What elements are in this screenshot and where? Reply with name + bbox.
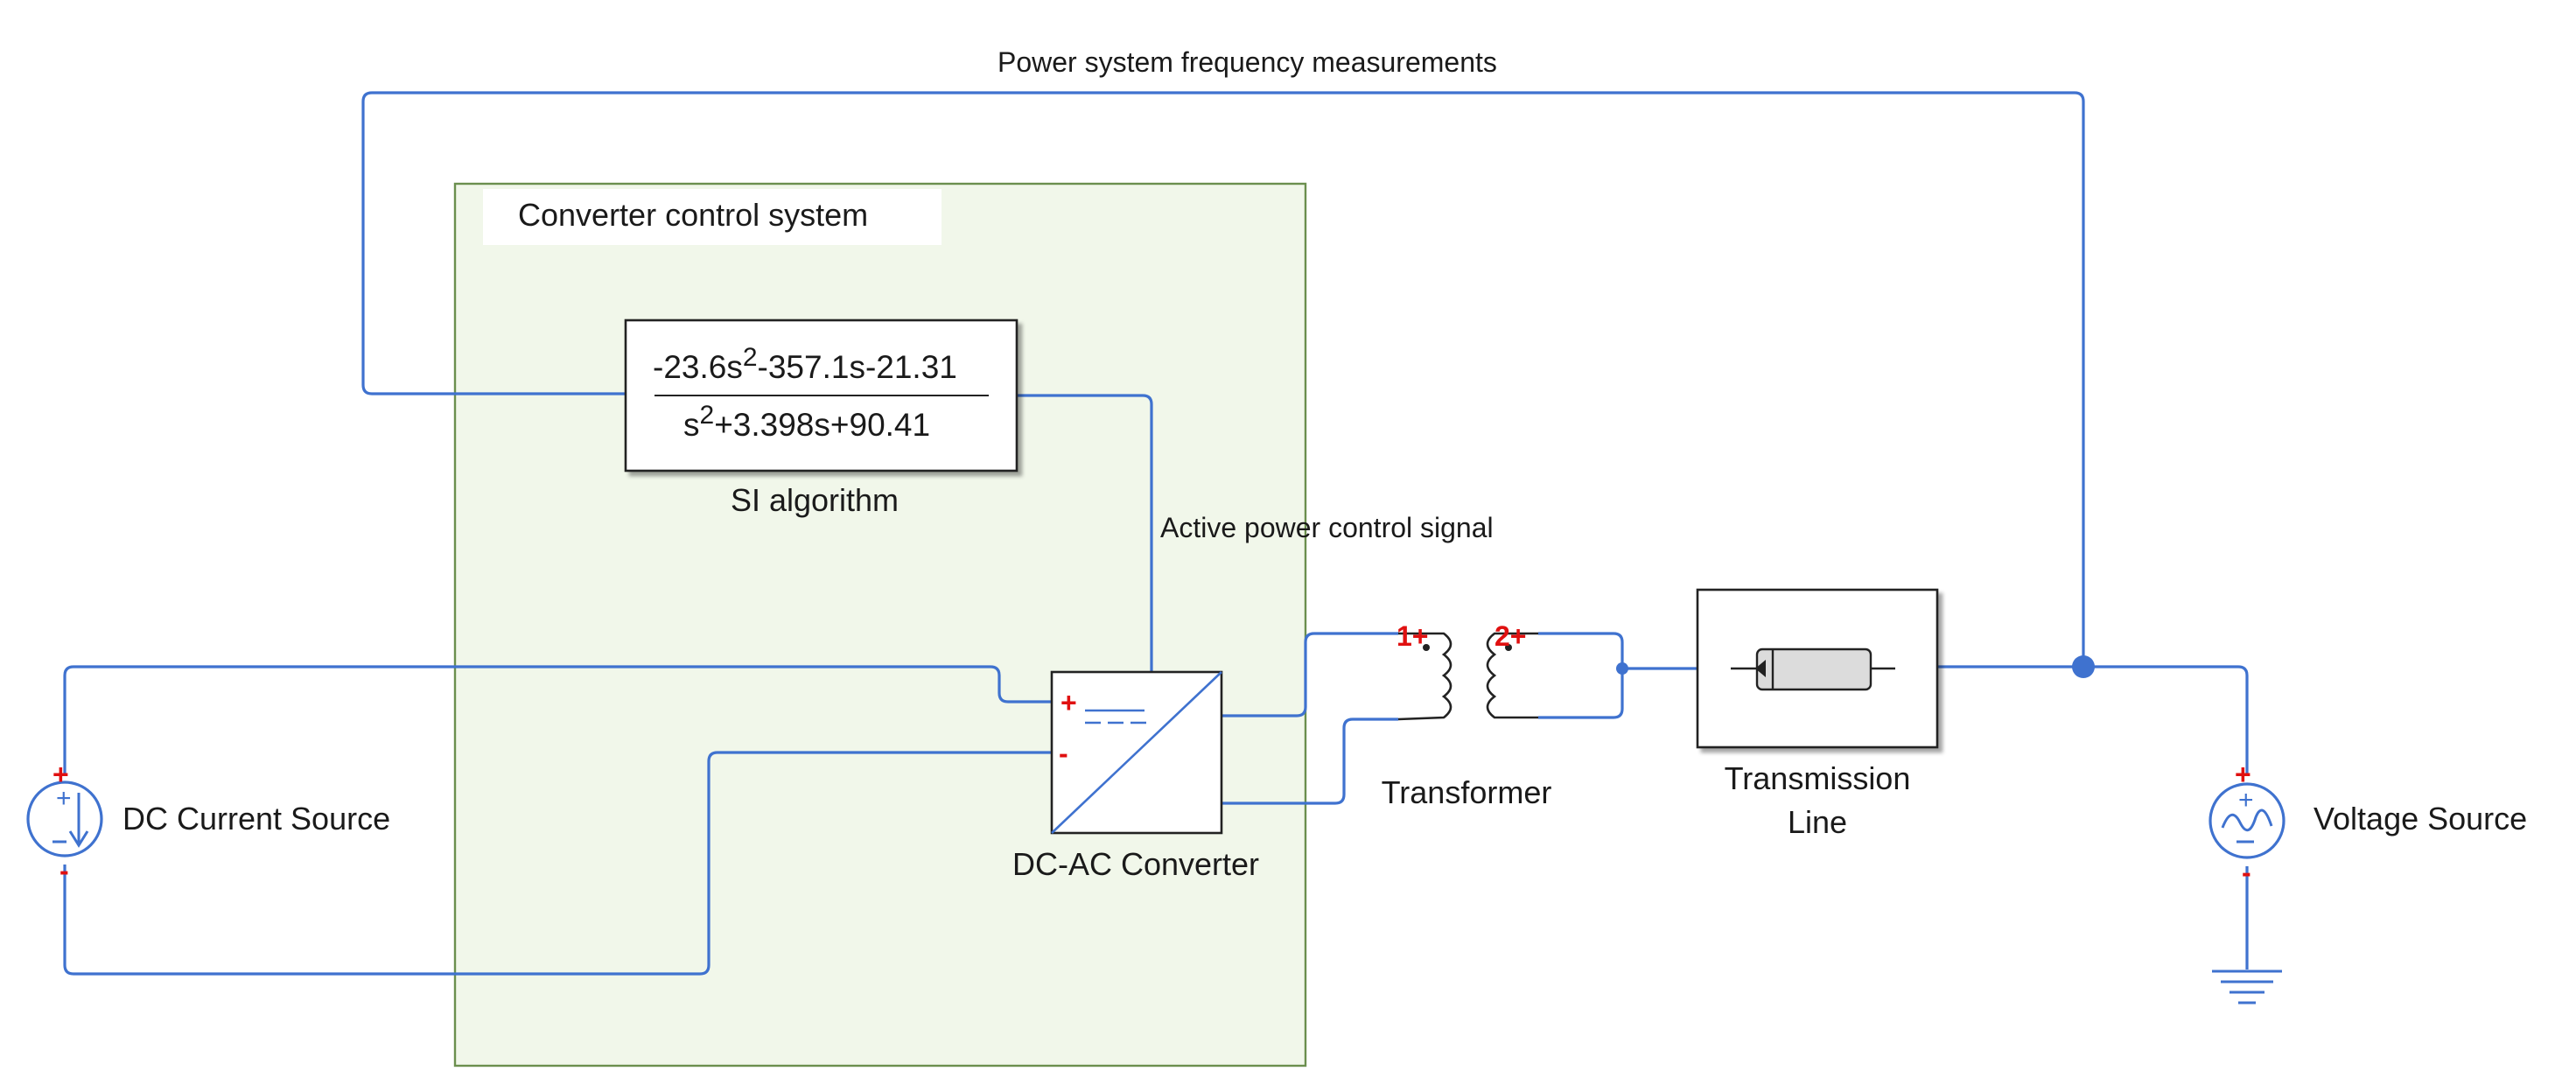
dc-symbol-icon	[1085, 709, 1146, 724]
wire-dc-negative	[63, 751, 1052, 976]
transfer-function-block[interactable]: -23.6s2-357.1s-21.31 s2+3.398s+90.41	[624, 318, 1018, 472]
voltage-source-label: Voltage Source	[2314, 801, 2527, 836]
si-algorithm-label: SI algorithm	[731, 482, 899, 518]
converter-label: DC-AC Converter	[1012, 846, 1259, 882]
ground-icon	[2212, 970, 2282, 1004]
transformer-symbol[interactable]	[1397, 632, 1538, 721]
wire-frequency-feedback	[361, 91, 2085, 667]
ac-voltage-source[interactable]: +	[2208, 782, 2286, 859]
wire-to-source	[1937, 665, 2249, 774]
wire-ac-upper	[1222, 632, 1398, 718]
transmission-line-label-1: Transmission	[1725, 760, 1911, 796]
voltage-source-minus: -	[2242, 857, 2251, 888]
transformer-winding-2: 2+	[1494, 620, 1526, 652]
sine-wave-icon	[2221, 808, 2273, 832]
dc-source-minus: -	[60, 855, 69, 886]
svg-text:+: +	[2238, 786, 2254, 815]
wires	[63, 91, 2249, 976]
transfer-function-numerator: -23.6s2-357.1s-21.31	[653, 343, 957, 385]
active-power-control-label: Active power control signal	[1160, 512, 1494, 543]
converter-control-subsystem[interactable]	[453, 182, 1307, 1068]
frequency-measurements-label: Power system frequency measurements	[998, 46, 1497, 78]
wire-dc-positive	[63, 665, 1052, 774]
transmission-line-block[interactable]	[1696, 588, 1939, 749]
current-arrow-icon	[68, 793, 89, 848]
converter-minus: -	[1059, 738, 1068, 769]
measurement-junction	[2072, 655, 2095, 678]
dc-source-label: DC Current Source	[122, 801, 390, 836]
dc-ac-converter-block[interactable]	[1050, 670, 1223, 835]
dc-source-plus: +	[52, 759, 69, 790]
dc-current-source[interactable]: +	[26, 780, 103, 858]
dc-source-inner-plus: +	[56, 784, 72, 813]
transfer-function-denominator: s2+3.398s+90.41	[683, 401, 930, 443]
transformer-label: Transformer	[1382, 774, 1552, 810]
voltage-source-plus: +	[2235, 759, 2251, 790]
wire-ac-lower	[1222, 718, 1398, 805]
wire-secondary	[1538, 632, 1624, 719]
subsystem-title: Converter control system	[518, 197, 868, 233]
transmission-line-label-2: Line	[1788, 804, 1847, 840]
wire-active-power-control	[1017, 394, 1153, 674]
subsystem-title-box	[483, 189, 942, 245]
converter-plus: +	[1060, 687, 1077, 718]
secondary-winding-icon	[1486, 632, 1538, 719]
primary-winding-icon	[1397, 632, 1452, 721]
transformer-winding-1: 1+	[1396, 620, 1428, 652]
junction-node	[1616, 662, 1628, 675]
line-cable-icon	[1755, 648, 1872, 691]
